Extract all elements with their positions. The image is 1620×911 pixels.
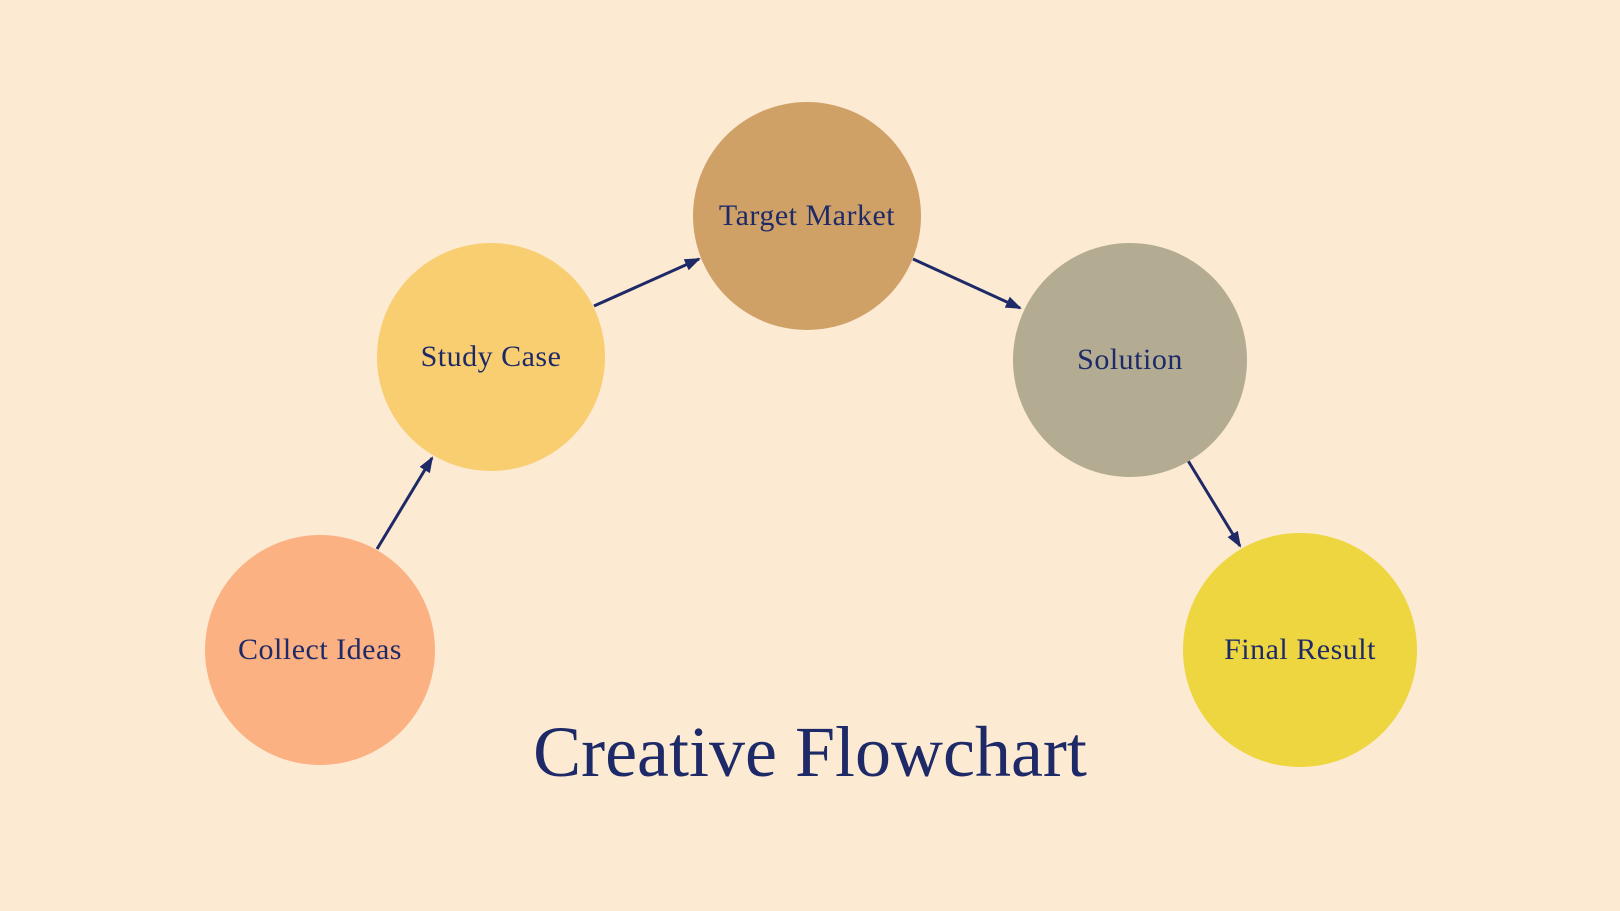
node-study-case[interactable]: Study Case xyxy=(377,243,605,471)
edge-solution-to-final-result xyxy=(1185,458,1242,548)
edge-target-market-to-solution xyxy=(912,257,1022,310)
node-solution[interactable]: Solution xyxy=(1013,243,1247,477)
edge-study-case-to-target-market xyxy=(593,257,701,308)
node-target-market-label: Target Market xyxy=(718,199,896,232)
node-target-market[interactable]: Target Market xyxy=(693,102,921,330)
node-collect-ideas[interactable]: Collect Ideas xyxy=(205,535,435,765)
edge-collect-ideas-to-study-case xyxy=(375,456,434,550)
diagram-title: Creative Flowchart xyxy=(533,712,1087,792)
node-final-result-label: Final Result xyxy=(1224,633,1376,666)
node-final-result[interactable]: Final Result xyxy=(1183,533,1417,767)
node-solution-label: Solution xyxy=(1077,343,1183,376)
node-collect-ideas-label: Collect Ideas xyxy=(238,633,402,666)
node-study-case-label: Study Case xyxy=(420,340,562,373)
